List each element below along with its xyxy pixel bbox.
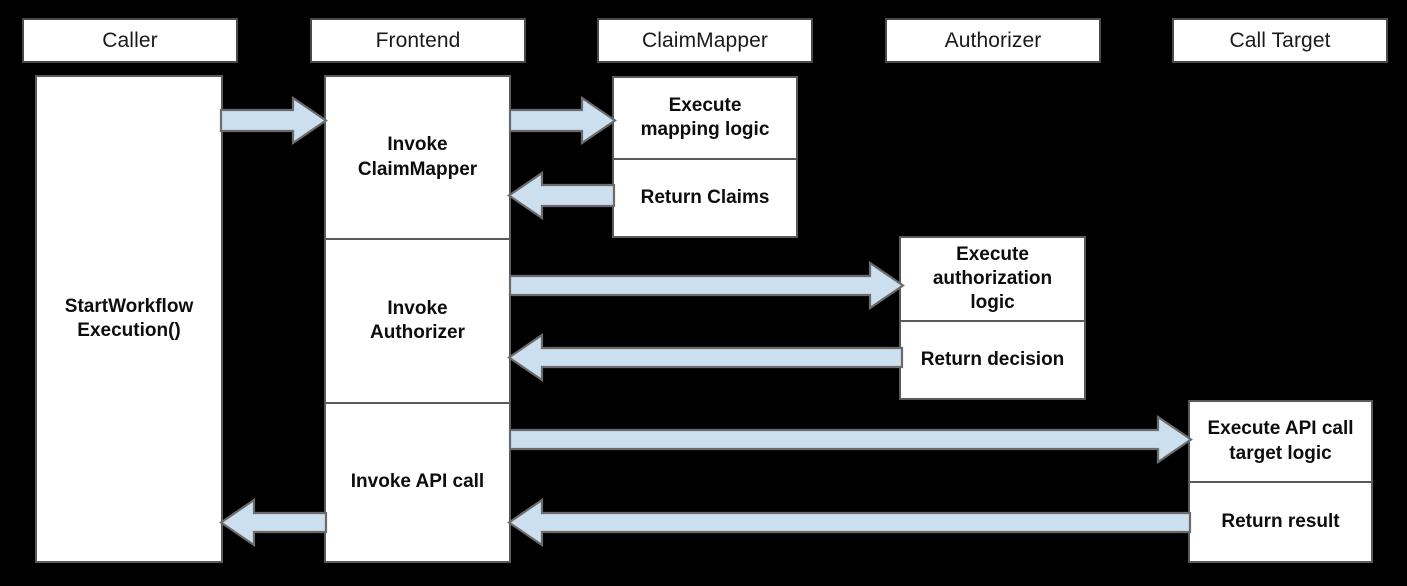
lane-header-label: ClaimMapper bbox=[642, 28, 768, 52]
lane-header-authorizer: Authorizer bbox=[885, 18, 1101, 63]
lane-header-frontend: Frontend bbox=[310, 18, 526, 63]
message-arrow-claimmapper-to-frontend bbox=[507, 170, 616, 221]
activation-cell-invoke-api-call: Invoke API call bbox=[326, 402, 509, 561]
activation-cell-return-claims: Return Claims bbox=[614, 158, 796, 236]
lane-header-claimmapper: ClaimMapper bbox=[597, 18, 813, 63]
message-arrow-frontend-to-claimmapper bbox=[508, 95, 617, 146]
activation-cell-return-decision: Return decision bbox=[901, 320, 1084, 398]
lane-header-label: Call Target bbox=[1229, 28, 1331, 52]
lane-header-label: Frontend bbox=[375, 28, 461, 52]
message-arrow-authorizer-to-frontend bbox=[507, 332, 904, 383]
message-arrow-frontend-to-caller bbox=[219, 497, 328, 548]
lane-header-label: Authorizer bbox=[944, 28, 1042, 52]
lane-header-caller: Caller bbox=[22, 18, 238, 63]
lane-header-label: Caller bbox=[102, 28, 158, 52]
activation-cell-return-result: Return result bbox=[1190, 481, 1371, 561]
message-arrow-caller-to-frontend bbox=[219, 95, 328, 146]
message-arrow-frontend-to-calltarget bbox=[508, 414, 1193, 465]
message-arrow-frontend-to-authorizer bbox=[508, 260, 905, 311]
lane-header-calltarget: Call Target bbox=[1172, 18, 1388, 63]
message-arrow-calltarget-to-frontend bbox=[507, 497, 1192, 548]
